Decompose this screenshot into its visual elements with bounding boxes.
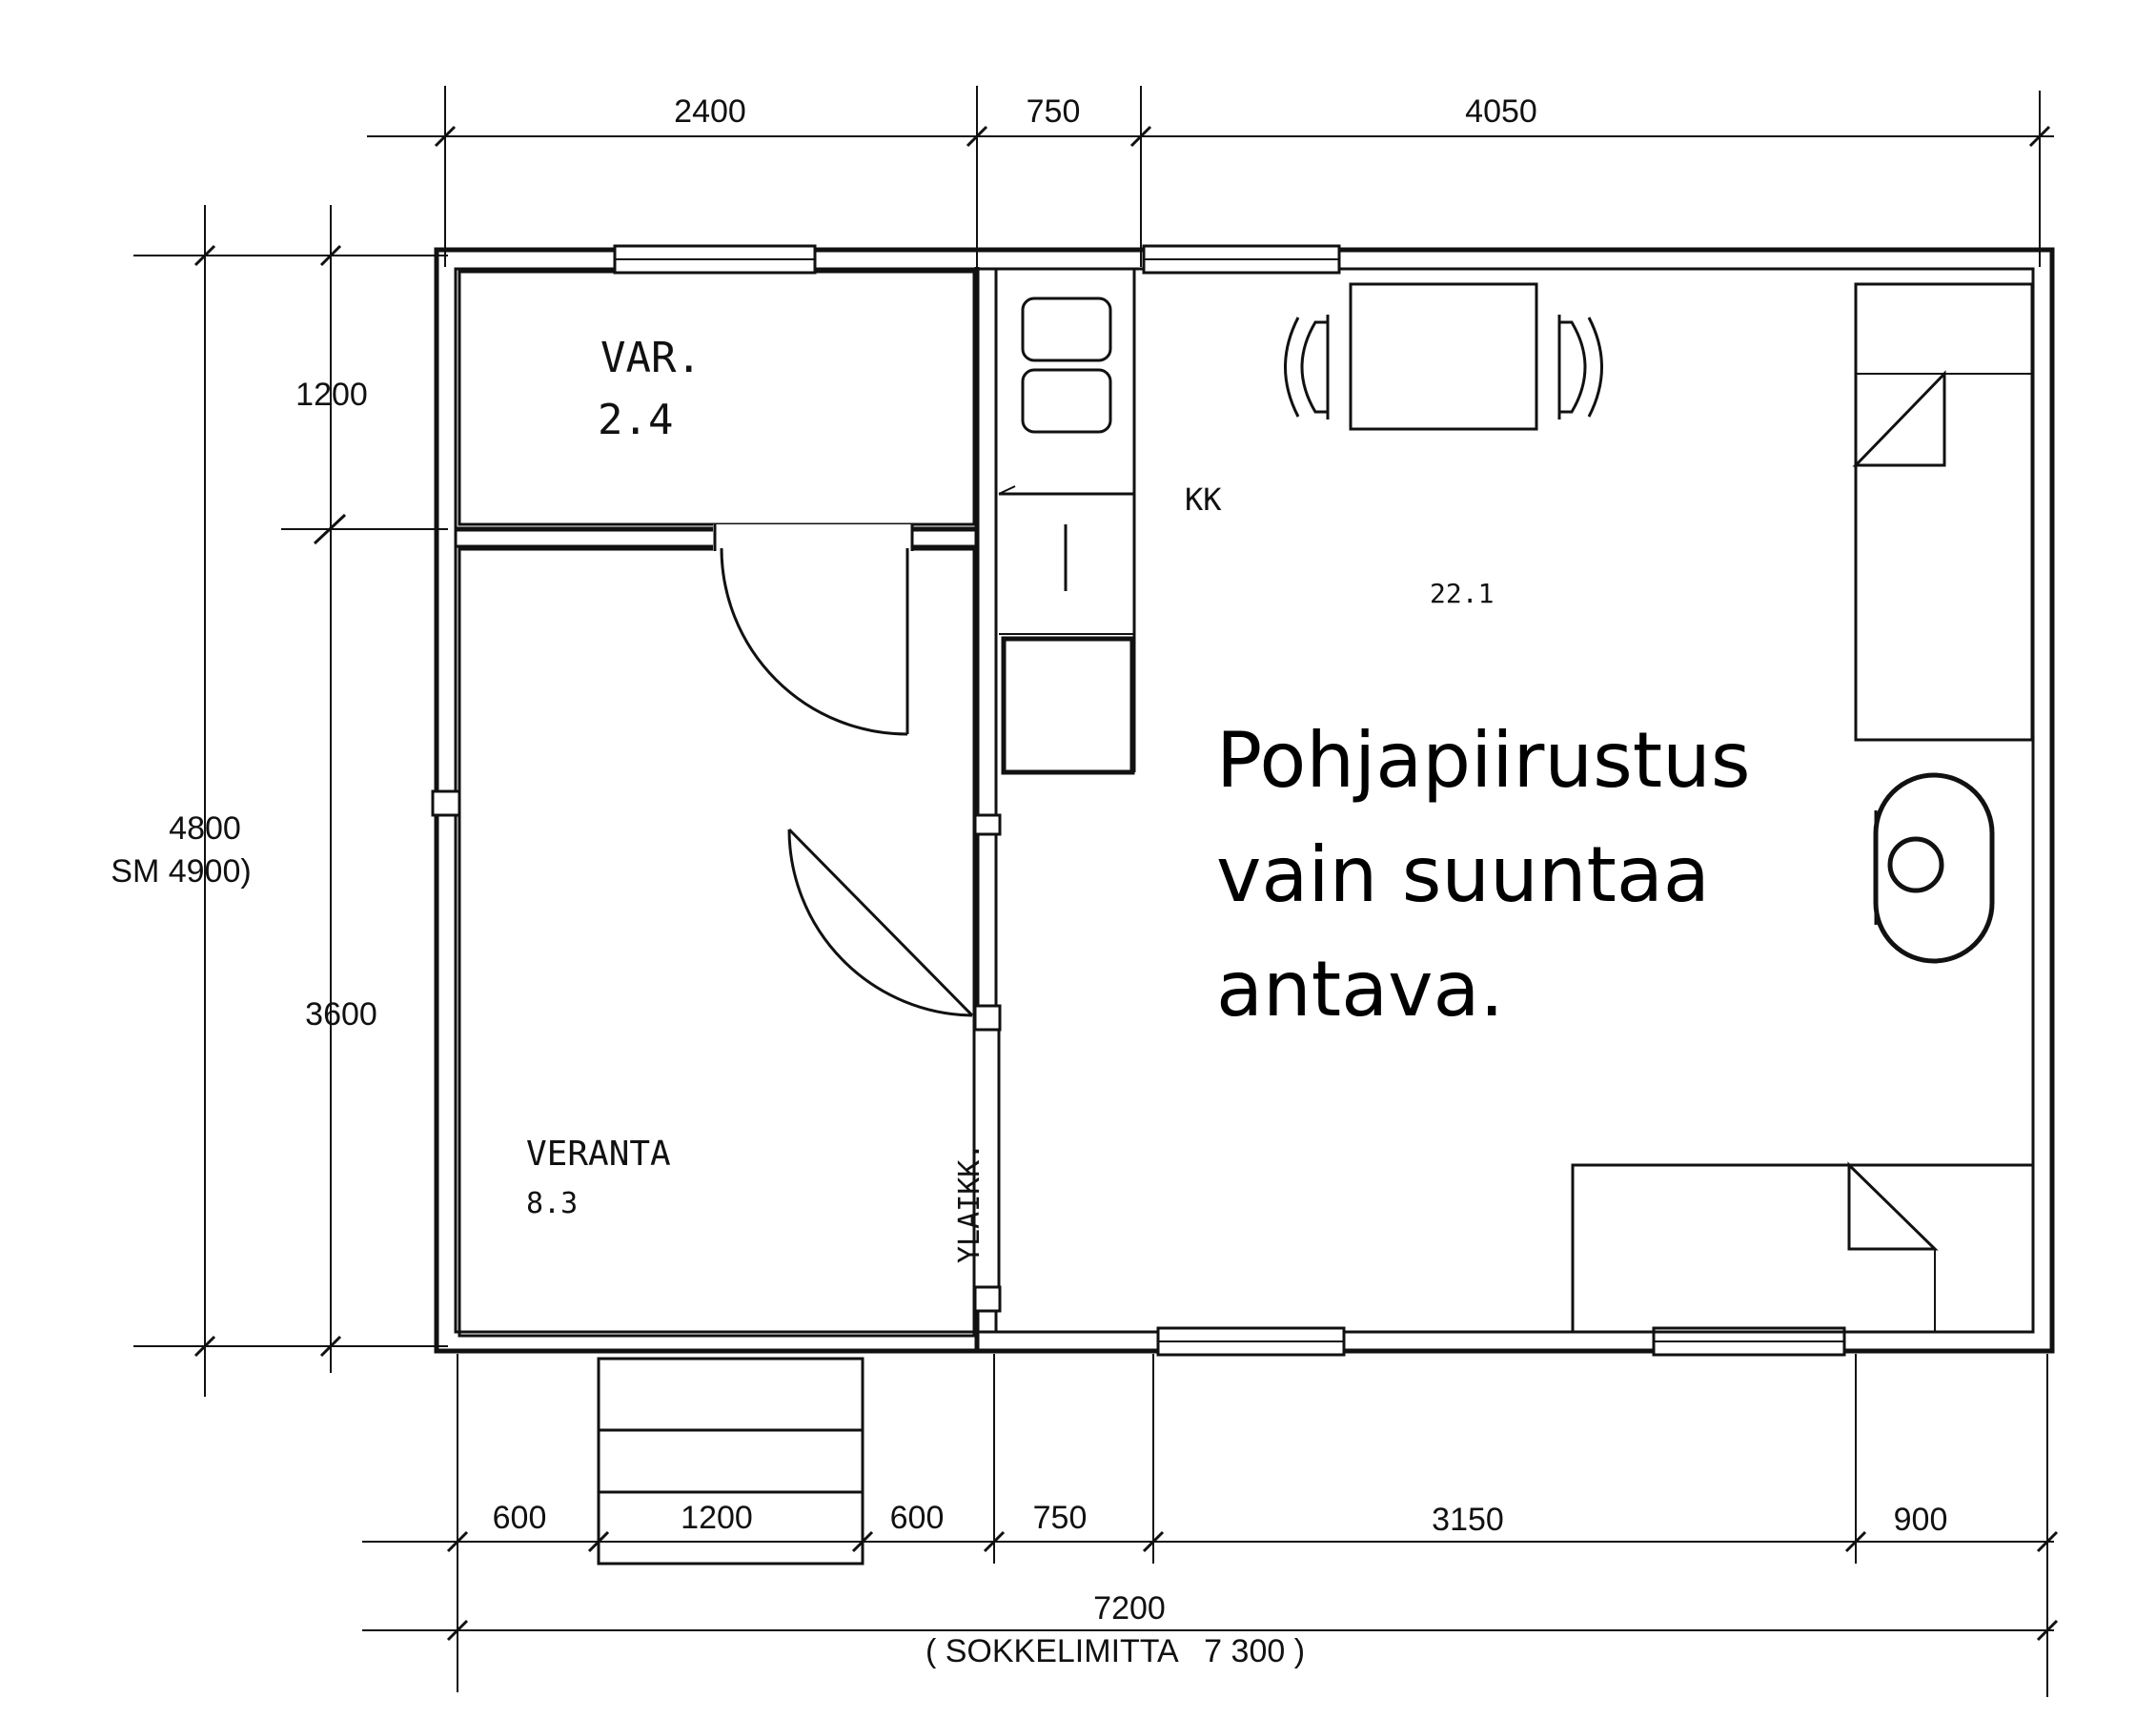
dim-left-lower: 3600 <box>305 996 377 1033</box>
dim-left-total: 4800 <box>169 810 241 847</box>
dim-bottom-3: 600 <box>890 1500 945 1536</box>
dim-top-3: 4050 <box>1465 93 1537 130</box>
room-kk-area: 22.1 <box>1430 578 1494 609</box>
dim-top-1: 2400 <box>674 93 746 130</box>
bed-icon <box>1852 282 2034 742</box>
dim-top-2: 750 <box>1027 93 1081 130</box>
dining-table-icon <box>1284 282 1603 431</box>
dim-bottom-1: 600 <box>493 1500 547 1536</box>
note-line-1: Pohjapiirustus <box>1216 716 1751 805</box>
entry-steps <box>597 1357 864 1566</box>
dim-bottom-4: 750 <box>1033 1500 1088 1536</box>
dim-bottom-5: 3150 <box>1432 1502 1504 1538</box>
dim-bottom-6: 900 <box>1894 1502 1948 1538</box>
room-veranta-name: VERANTA <box>526 1135 671 1174</box>
kitchen-counter <box>998 269 1136 775</box>
room-var-name: VAR. <box>600 334 702 382</box>
note-line-3: antava. <box>1216 945 1504 1033</box>
stove-icon <box>1021 297 1112 434</box>
dim-bottom-sokkeli: ( SOKKELIMITTA 7 300 ) <box>925 1633 1305 1669</box>
dim-left-total-sm: SM 4900) <box>111 853 251 890</box>
bed-icon-2 <box>1571 1161 2035 1334</box>
dim-bottom-total: 7200 <box>1093 1590 1166 1627</box>
top-dimension-chain <box>367 86 2054 267</box>
room-veranta-area: 8.3 <box>526 1187 578 1220</box>
note-line-2: vain suuntaa <box>1216 830 1710 919</box>
fireplace-icon <box>1873 772 1995 964</box>
room-var-area: 2.4 <box>598 396 673 444</box>
left-dimension-chain <box>133 205 448 1397</box>
room-ylaikk: YLAIKK. <box>953 1143 986 1263</box>
dim-bottom-2: 1200 <box>681 1500 753 1536</box>
room-kk-name: KK <box>1185 481 1222 518</box>
doors <box>713 524 1001 1289</box>
windows <box>431 244 1846 1357</box>
dim-left-upper: 1200 <box>295 377 368 413</box>
